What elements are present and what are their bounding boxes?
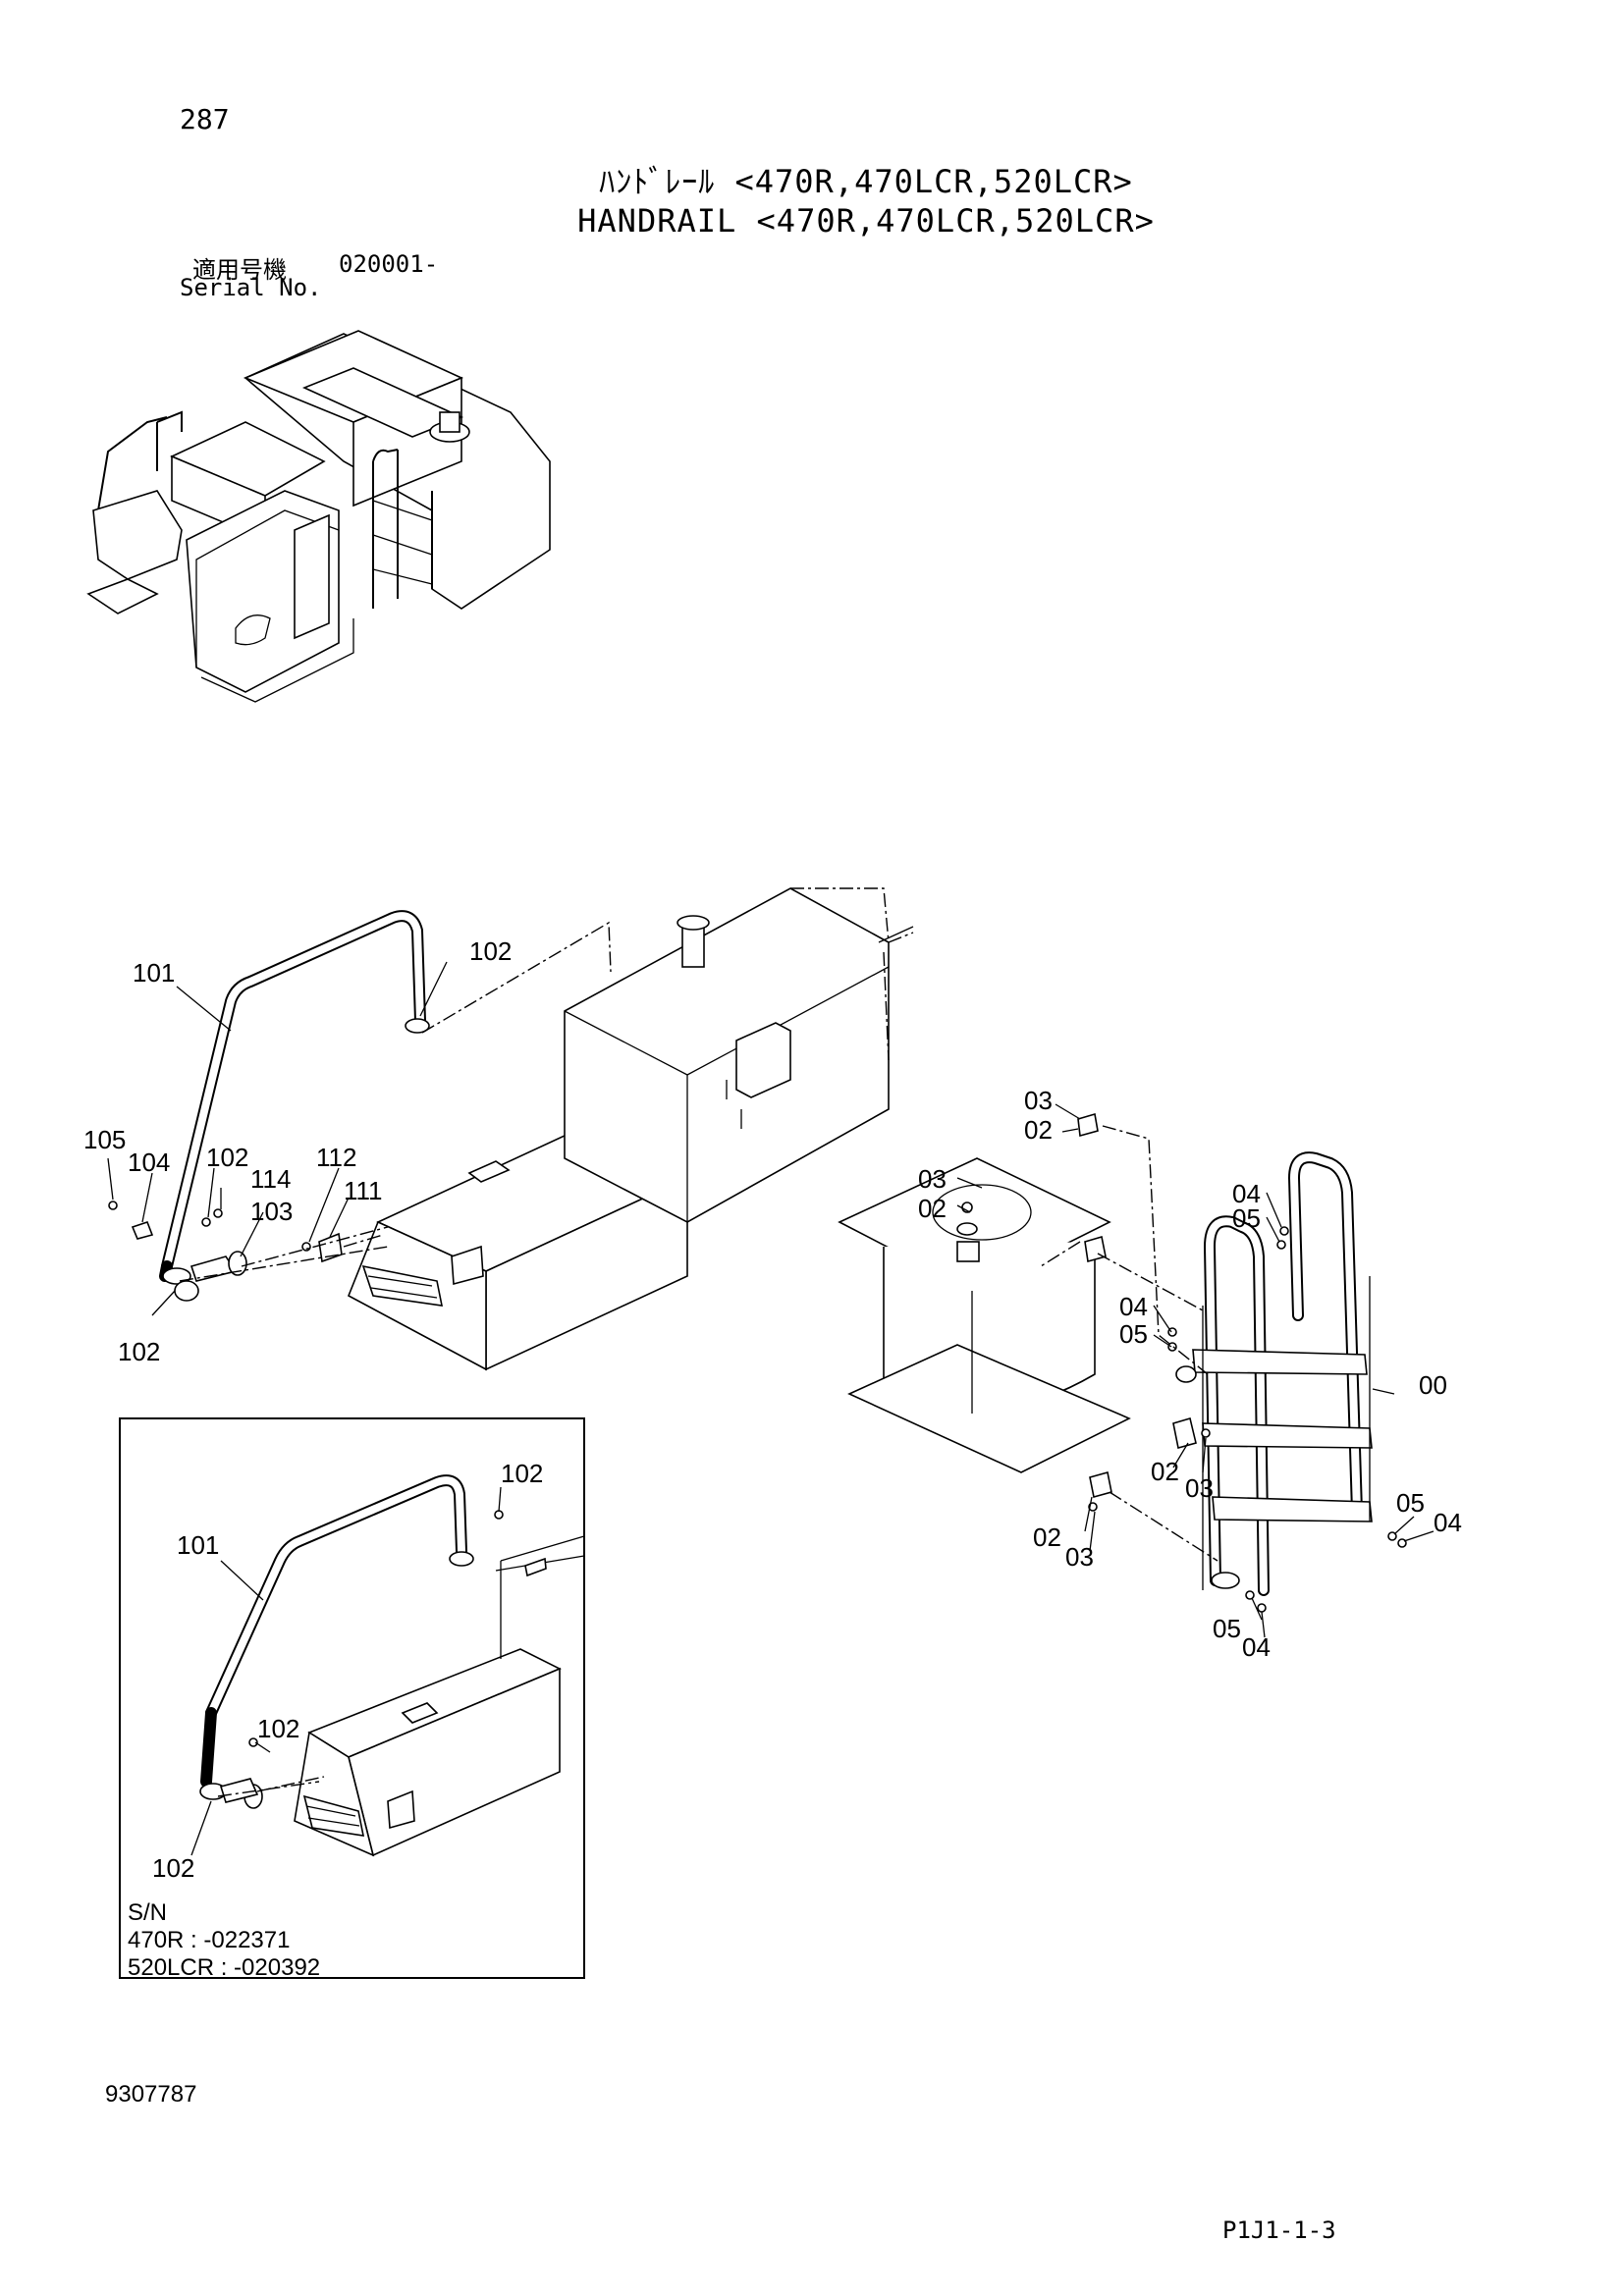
inset-frame (119, 1417, 585, 1979)
callout-103: 103 (250, 1197, 293, 1226)
page-number: 287 (180, 103, 230, 135)
callout-102: 102 (118, 1337, 160, 1366)
callout-104: 104 (128, 1148, 170, 1177)
callout-02: 02 (1024, 1115, 1053, 1145)
inset-note-520lcr: 520LCR : -020392 (128, 1954, 321, 1981)
callout-05: 05 (1396, 1488, 1425, 1518)
callout-112: 112 (316, 1143, 356, 1172)
title-english: HANDRAIL <470R,470LCR,520LCR> (577, 202, 1155, 240)
document-number: 9307787 (105, 2081, 197, 2108)
ladder-assembly (1040, 1112, 1407, 1613)
hydraulic-tank (564, 887, 914, 1223)
page-code: P1J1-1-3 (1222, 2216, 1336, 2244)
callout-04: 04 (1232, 1179, 1261, 1208)
callout-00: 00 (1419, 1370, 1447, 1400)
fuel-tank (838, 1157, 1131, 1473)
callout-04: 04 (1242, 1632, 1271, 1662)
inset-callout-101: 101 (177, 1530, 219, 1560)
callout-111: 111 (344, 1176, 383, 1205)
callout-102: 102 (469, 936, 512, 966)
inset-callout-102: 102 (501, 1459, 543, 1488)
leader-lines (107, 961, 1435, 1856)
callout-02: 02 (1151, 1457, 1179, 1486)
serial-label-japanese: 適用号機 (192, 256, 287, 284)
serial-label-english: Serial No. (180, 274, 322, 301)
callout-02: 02 (918, 1194, 947, 1223)
callout-05: 05 (1232, 1203, 1261, 1233)
callout-114: 114 (250, 1164, 291, 1194)
inset-handrail-variant (199, 1474, 585, 1857)
inset-callout-102: 102 (152, 1853, 194, 1883)
inset-callout-102: 102 (257, 1714, 299, 1743)
callout-102: 102 (206, 1143, 248, 1172)
callout-03: 03 (1065, 1542, 1094, 1572)
callout-04: 04 (1434, 1508, 1462, 1537)
callout-03: 03 (1024, 1086, 1053, 1115)
inset-note-470r: 470R : -022371 (128, 1927, 291, 1953)
callout-03: 03 (1185, 1473, 1214, 1503)
callouts: 101 102 105 104 102 114 103 112 111 102 … (83, 936, 1462, 1883)
callout-04: 04 (1119, 1292, 1148, 1321)
serial-code: 020001- (339, 250, 439, 278)
callout-105: 105 (83, 1125, 126, 1154)
callout-05: 05 (1213, 1614, 1241, 1643)
callout-101: 101 (133, 958, 175, 988)
callout-05: 05 (1119, 1319, 1148, 1349)
callout-02: 02 (1033, 1522, 1061, 1552)
machine-overview (86, 330, 551, 703)
title-japanese: ﾊﾝﾄﾞﾚｰﾙ <470R,470LCR,520LCR> (599, 163, 1133, 200)
callout-03: 03 (918, 1164, 947, 1194)
inset-note-sn: S/N (128, 1899, 168, 1926)
